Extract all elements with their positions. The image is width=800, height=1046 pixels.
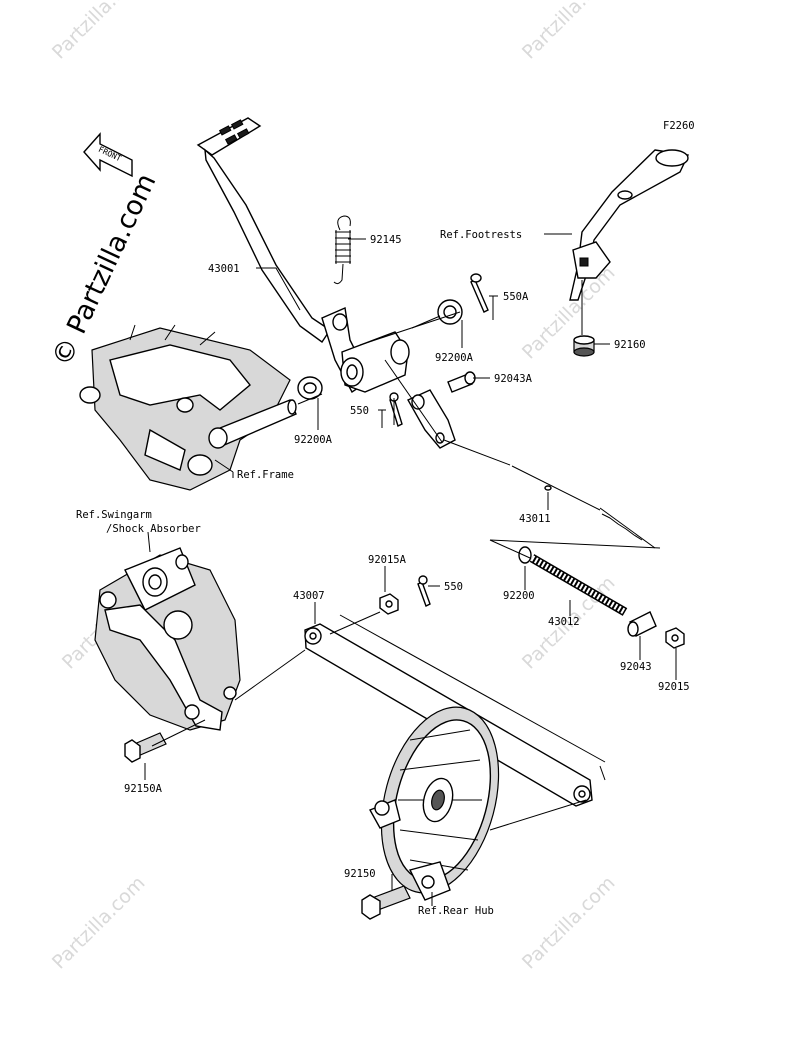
label-550-mid: 550	[444, 581, 463, 593]
spring-92145	[333, 215, 351, 285]
frame-assembly	[79, 324, 297, 491]
reference-labels: Ref.Footrests Ref.Frame Ref.Swingarm /Sh…	[76, 229, 522, 917]
label-92043A: 92043A	[494, 373, 533, 385]
label-92015: 92015	[658, 681, 690, 693]
ref-shock-absorber: /Shock Absorber	[106, 523, 201, 535]
footrest-assembly	[569, 149, 690, 357]
brake-pedal-43001	[196, 117, 410, 394]
label-92145: 92145	[370, 234, 402, 246]
front-arrow-icon: FRONT	[83, 132, 133, 178]
cotter-pin-550-top	[389, 397, 403, 427]
watermark: Partzilla.com	[48, 872, 150, 974]
part-labels: 43001 92145 550A 92200A 92043A 550 92200…	[124, 234, 690, 880]
label-550-top: 550	[350, 405, 369, 417]
ref-footrests: Ref.Footrests	[440, 229, 522, 241]
label-43007: 43007	[293, 590, 325, 602]
brake-rod-43011	[443, 439, 656, 549]
watermarks: Partzilla.com Partzilla.com Partzilla.co…	[46, 0, 619, 974]
clevis	[407, 389, 456, 449]
label-92043: 92043	[620, 661, 652, 673]
bolt-92150A	[124, 732, 167, 763]
ref-rear-hub: Ref.Rear Hub	[418, 905, 494, 917]
leader-lines	[144, 233, 677, 906]
label-43001: 43001	[208, 263, 240, 275]
label-92160: 92160	[614, 339, 646, 351]
brake-panel-assembly	[369, 706, 500, 901]
ref-swingarm: Ref.Swingarm	[76, 509, 152, 521]
label-550A: 550A	[503, 291, 529, 303]
ref-frame: Ref.Frame	[237, 469, 294, 481]
watermark: Partzilla.com	[48, 0, 150, 64]
label-43012: 43012	[548, 616, 580, 628]
label-92015A: 92015A	[368, 554, 407, 566]
label-92200A-top: 92200A	[435, 352, 474, 364]
watermark: Partzilla.com	[518, 0, 620, 64]
washer-92200	[518, 546, 532, 564]
bolt-92150	[361, 885, 411, 920]
label-43011: 43011	[519, 513, 551, 525]
cotter-pin-550-mid	[417, 581, 431, 607]
label-92200: 92200	[503, 590, 535, 602]
watermark: Partzilla.com	[518, 262, 620, 364]
cotter-pin-550A	[470, 279, 489, 313]
label-92150: 92150	[344, 868, 376, 880]
swingarm-assembly	[94, 547, 241, 731]
figure-code: F2260	[663, 120, 695, 132]
spring-43012	[529, 554, 628, 616]
pin-92043A	[447, 371, 476, 393]
label-92150A: 92150A	[124, 783, 163, 795]
label-92200A-left: 92200A	[294, 434, 333, 446]
watermark: Partzilla.com	[518, 872, 620, 974]
pin-92043	[627, 611, 657, 637]
